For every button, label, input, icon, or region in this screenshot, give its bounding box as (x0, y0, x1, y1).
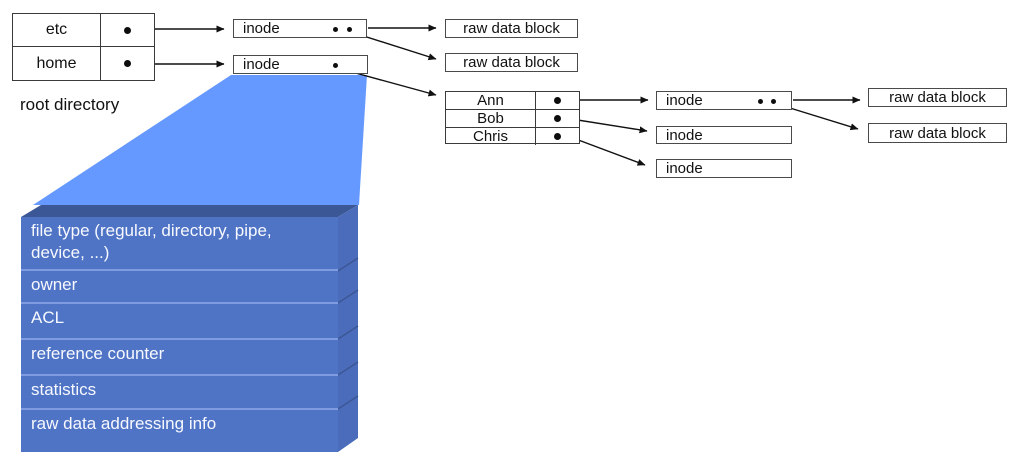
root-directory-label: root directory (20, 95, 120, 114)
inode-field-file-type: file type (regular, directory, pipe, dev… (21, 217, 338, 271)
inode-label: inode (243, 56, 280, 73)
inode-field-statistics: statistics (21, 376, 338, 410)
dir-entry-chris: Chris (446, 128, 536, 145)
block-pointer-dot (771, 99, 776, 104)
detail-box-side-edges (337, 257, 359, 410)
dir-entry-chris-pointer (536, 128, 579, 145)
inode-field-owner: owner (21, 271, 338, 304)
raw-data-block: raw data block (868, 123, 1007, 143)
inode-field-reference-counter: reference counter (21, 340, 338, 376)
inode-label: inode (666, 92, 703, 109)
block-pointer-dot (333, 27, 338, 32)
inode-field-acl: ACL (21, 304, 338, 340)
dir-entry-ann-pointer (536, 92, 579, 110)
raw-data-block: raw data block (445, 53, 578, 72)
dir-entry-etc: etc (13, 14, 101, 47)
inode-detail-box: file type (regular, directory, pipe, dev… (21, 217, 338, 452)
inode-box-bob: inode (656, 126, 792, 144)
dir-entry-home: home (13, 47, 101, 80)
block-pointer-dot (333, 63, 338, 68)
detail-box-right-face (338, 205, 358, 452)
inode-box-home: inode (233, 55, 368, 74)
block-pointer-dot (347, 27, 352, 32)
inode-label: inode (243, 20, 280, 37)
dir-entry-etc-pointer (101, 14, 154, 47)
inode-box-chris: inode (656, 159, 792, 178)
dir-entry-bob-pointer (536, 110, 579, 128)
pointer-dot (554, 97, 561, 104)
raw-data-block: raw data block (868, 88, 1007, 107)
inode-label: inode (666, 126, 703, 144)
home-directory-table: Ann Bob Chris (445, 91, 580, 145)
magnifier-trapezoid (33, 75, 367, 205)
inode-box-etc: inode (233, 19, 367, 38)
dir-entry-home-pointer (101, 47, 154, 80)
detail-box-top-face (21, 205, 358, 217)
inode-label: inode (666, 160, 703, 177)
block-pointer-dot (758, 99, 763, 104)
pointer-dot (554, 133, 561, 140)
root-directory-table: etc home (12, 13, 155, 81)
pointer-dot (124, 60, 131, 67)
inode-field-raw-data-addressing: raw data addressing info (31, 414, 217, 433)
dir-entry-ann: Ann (446, 92, 536, 110)
raw-data-block: raw data block (445, 19, 578, 38)
pointer-dot (124, 26, 131, 34)
pointer-dot (554, 115, 561, 122)
inode-box-ann: inode (656, 91, 792, 110)
dir-entry-bob: Bob (446, 110, 536, 128)
